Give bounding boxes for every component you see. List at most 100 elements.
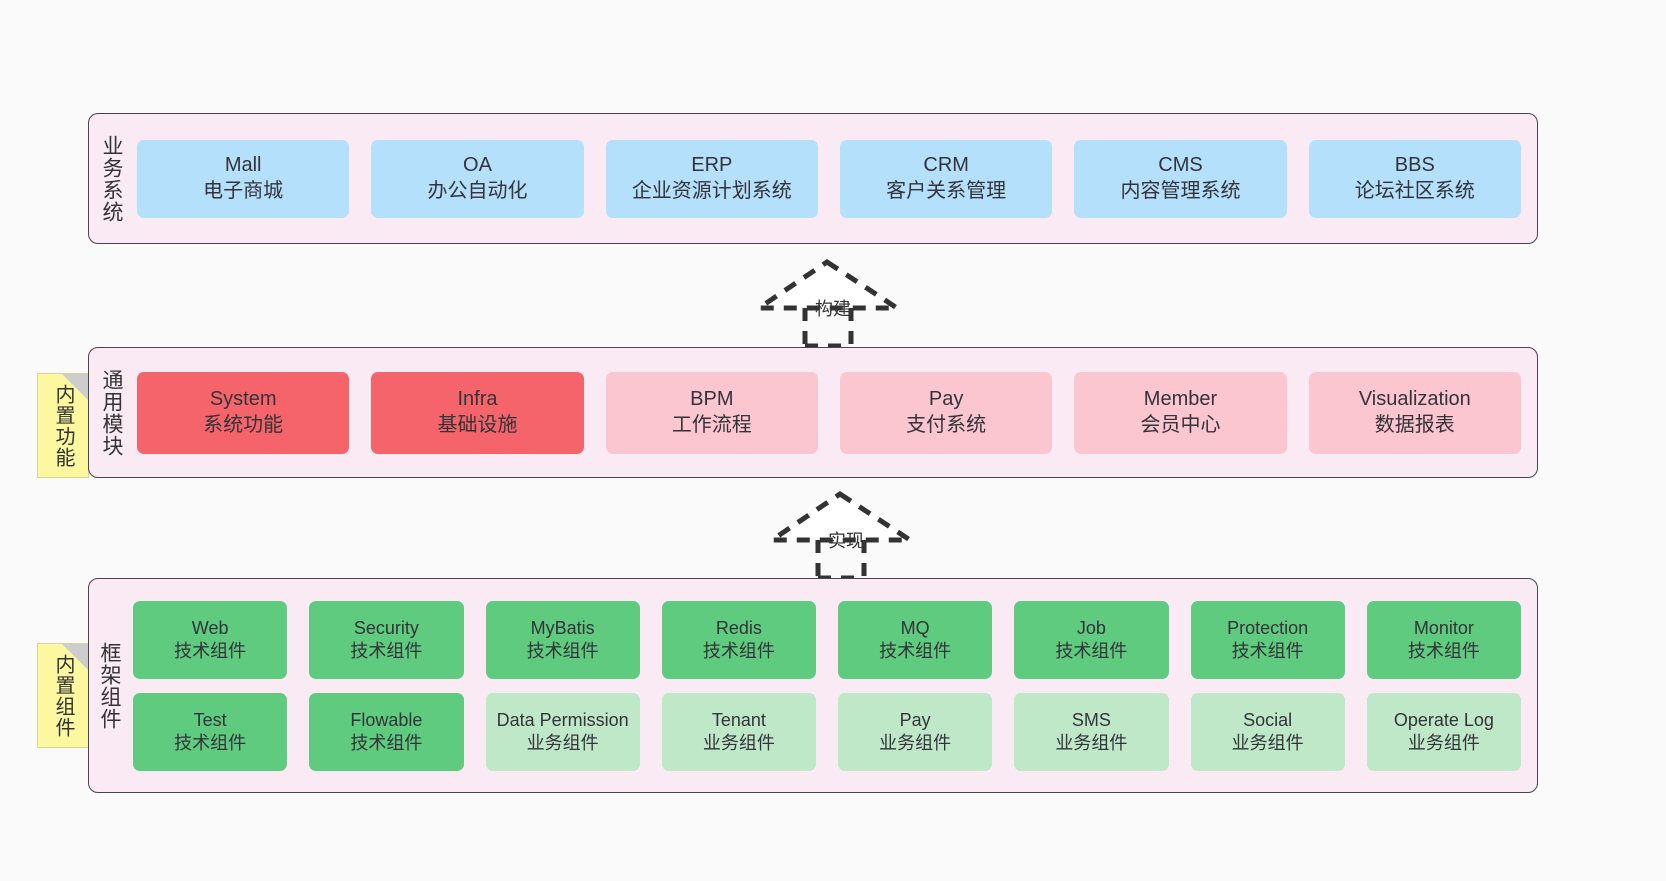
card-infra[interactable]: Infra 基础设施 [371, 371, 584, 454]
card-subtitle: 技术组件 [174, 732, 247, 753]
layer-business-systems-label: 业务系统 [100, 134, 124, 223]
layer-common-modules-label: 通用模块 [100, 368, 124, 457]
card-title: Visualization [1358, 387, 1471, 410]
card-title: Data Permission [496, 710, 629, 730]
card-title: MyBatis [530, 618, 595, 638]
card-subtitle: 电子商城 [203, 179, 284, 202]
card-web[interactable]: Web 技术组件 [133, 600, 288, 679]
card-cms[interactable]: CMS 内容管理系统 [1074, 139, 1287, 218]
card-subtitle: 办公自动化 [427, 179, 528, 202]
card-row: Web 技术组件 Security 技术组件 MyBatis 技术组件 Redi… [133, 600, 1521, 679]
card-subtitle: 客户关系管理 [886, 179, 1007, 202]
card-visualization[interactable]: Visualization 数据报表 [1308, 371, 1521, 454]
sticky-note-label: 内置组件 [52, 653, 74, 738]
card-tenant[interactable]: Tenant 业务组件 [661, 692, 816, 771]
layer-business-systems-cards: Mall 电子商城 OA 办公自动化 ERP 企业资源计划系统 CRM 客户关系… [133, 114, 1537, 243]
card-title: OA [463, 153, 492, 176]
card-subtitle: 技术组件 [1407, 640, 1480, 661]
card-row: Test 技术组件 Flowable 技术组件 Data Permission … [133, 692, 1521, 771]
card-redis[interactable]: Redis 技术组件 [661, 600, 816, 679]
card-oa[interactable]: OA 办公自动化 [371, 139, 584, 218]
card-social[interactable]: Social 业务组件 [1190, 692, 1345, 771]
card-test[interactable]: Test 技术组件 [133, 692, 288, 771]
sticky-note-label: 内置功能 [52, 383, 74, 468]
card-subtitle: 论坛社区系统 [1354, 179, 1475, 202]
layer-framework-components-label: 框架组件 [98, 641, 122, 730]
card-row: System 系统功能 Infra 基础设施 BPM 工作流程 Pay 支付系统… [137, 371, 1521, 454]
layer-common-modules-cards: System 系统功能 Infra 基础设施 BPM 工作流程 Pay 支付系统… [133, 348, 1537, 477]
card-data-permission[interactable]: Data Permission 业务组件 [485, 692, 640, 771]
card-title: Monitor [1413, 618, 1474, 638]
card-title: Pay [928, 387, 964, 410]
card-title: Web [191, 618, 229, 638]
card-subtitle: 业务组件 [526, 732, 599, 753]
layer-common-modules: 通用模块 System 系统功能 Infra 基础设施 BPM 工作流程 Pay… [88, 347, 1538, 478]
card-security[interactable]: Security 技术组件 [309, 600, 464, 679]
card-subtitle: 业务组件 [1407, 732, 1480, 753]
card-subtitle: 工作流程 [671, 413, 752, 436]
card-subtitle: 会员中心 [1140, 413, 1221, 436]
card-subtitle: 技术组件 [526, 640, 599, 661]
card-row: Mall 电子商城 OA 办公自动化 ERP 企业资源计划系统 CRM 客户关系… [137, 139, 1521, 218]
card-subtitle: 业务组件 [879, 732, 952, 753]
card-subtitle: 系统功能 [203, 413, 284, 436]
card-title: Social [1243, 710, 1293, 730]
card-pay-module[interactable]: Pay 支付系统 [839, 371, 1053, 454]
card-title: Operate Log [1393, 710, 1494, 730]
card-title: ERP [691, 153, 733, 176]
layer-business-systems: 业务系统 Mall 电子商城 OA 办公自动化 ERP 企业资源计划系统 CRM… [88, 113, 1538, 244]
card-member[interactable]: Member 会员中心 [1074, 371, 1287, 454]
card-mq[interactable]: MQ 技术组件 [838, 600, 993, 679]
card-title: Security [353, 618, 419, 638]
connector-build: 构建 [750, 258, 915, 349]
card-subtitle: 技术组件 [702, 640, 775, 661]
card-subtitle: 技术组件 [350, 640, 423, 661]
card-mybatis[interactable]: MyBatis 技术组件 [485, 600, 640, 679]
card-crm[interactable]: CRM 客户关系管理 [839, 139, 1053, 218]
card-mall[interactable]: Mall 电子商城 [137, 139, 350, 218]
card-subtitle: 业务组件 [702, 732, 775, 753]
card-title: BBS [1394, 153, 1435, 176]
card-protection[interactable]: Protection 技术组件 [1190, 600, 1345, 679]
card-operate-log[interactable]: Operate Log 业务组件 [1366, 692, 1521, 771]
card-title: Member [1143, 387, 1218, 410]
card-subtitle: 企业资源计划系统 [631, 179, 792, 202]
card-subtitle: 业务组件 [1055, 732, 1128, 753]
card-subtitle: 数据报表 [1374, 413, 1455, 436]
fold-corner-icon [62, 374, 88, 400]
card-erp[interactable]: ERP 企业资源计划系统 [605, 139, 818, 218]
card-pay-component[interactable]: Pay 业务组件 [838, 692, 993, 771]
card-title: CMS [1158, 153, 1203, 176]
card-bbs[interactable]: BBS 论坛社区系统 [1308, 139, 1521, 218]
card-title: Redis [715, 618, 762, 638]
card-bpm[interactable]: BPM 工作流程 [605, 371, 818, 454]
card-flowable[interactable]: Flowable 技术组件 [309, 692, 464, 771]
card-system[interactable]: System 系统功能 [137, 371, 350, 454]
card-title: Mall [224, 153, 262, 176]
card-title: Infra [457, 387, 498, 410]
card-title: Tenant [711, 710, 766, 730]
card-subtitle: 技术组件 [879, 640, 952, 661]
card-title: MQ [900, 618, 930, 638]
card-monitor[interactable]: Monitor 技术组件 [1366, 600, 1521, 679]
card-title: CRM [923, 153, 969, 176]
card-subtitle: 技术组件 [174, 640, 247, 661]
card-subtitle: 业务组件 [1231, 732, 1304, 753]
card-sms[interactable]: SMS 业务组件 [1014, 692, 1169, 771]
connector-implement-label: 实现 [828, 531, 864, 551]
connector-implement: 实现 [763, 490, 928, 581]
card-title: Job [1076, 618, 1106, 638]
card-title: Pay [899, 710, 931, 730]
layer-framework-components-cards: Web 技术组件 Security 技术组件 MyBatis 技术组件 Redi… [129, 579, 1537, 792]
card-title: Protection [1227, 618, 1309, 638]
card-job[interactable]: Job 技术组件 [1014, 600, 1169, 679]
card-subtitle: 技术组件 [350, 732, 423, 753]
card-subtitle: 支付系统 [906, 413, 987, 436]
connector-build-label: 构建 [815, 299, 851, 319]
card-subtitle: 基础设施 [437, 413, 518, 436]
layer-framework-components: 框架组件 Web 技术组件 Security 技术组件 MyBatis 技术组件… [88, 578, 1538, 793]
card-title: System [209, 387, 277, 410]
sticky-note-builtin-components: 内置组件 [37, 643, 89, 748]
card-title: SMS [1071, 710, 1111, 730]
